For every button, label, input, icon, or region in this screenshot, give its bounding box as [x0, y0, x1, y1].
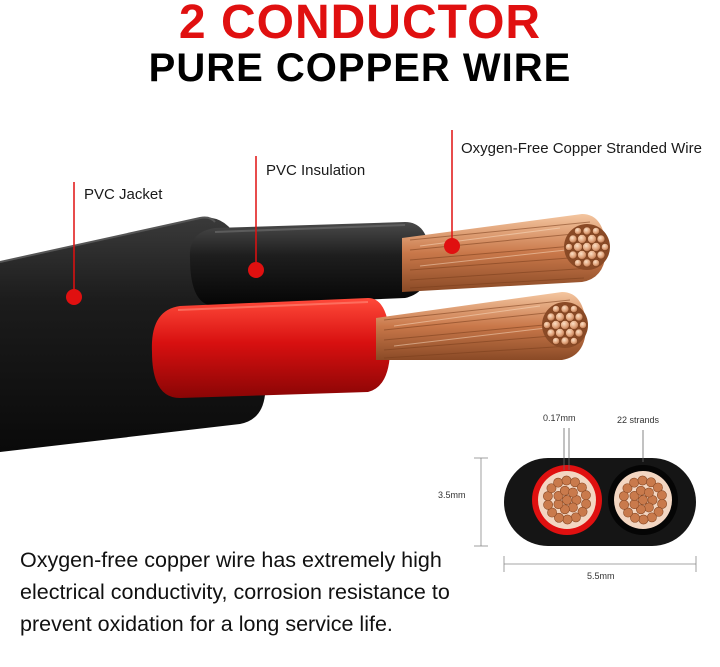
height-dimension-label: 3.5mm	[438, 490, 466, 500]
strand-circle	[635, 485, 646, 496]
strand-circle	[638, 514, 649, 525]
product-title: 2 CONDUCTOR	[178, 0, 542, 49]
strand-circle	[637, 475, 648, 486]
strand-circle	[629, 477, 640, 488]
strand-circle	[653, 482, 663, 493]
strand-circle	[629, 499, 640, 510]
strand-circle	[644, 502, 654, 513]
strand-circle	[656, 490, 667, 501]
strand-circle	[577, 482, 587, 493]
strand-circle	[570, 512, 581, 523]
strand-circle	[653, 506, 664, 517]
width-dimension-label: 5.5mm	[587, 571, 615, 581]
strand-circle	[561, 475, 572, 486]
strand-circle	[553, 477, 564, 488]
strand-circle	[543, 499, 554, 510]
red-insulation	[151, 298, 391, 398]
strand-circle	[630, 512, 640, 523]
strand-circle	[546, 483, 557, 494]
strand-circle	[568, 502, 578, 513]
strand-circle	[554, 512, 564, 523]
black-insulation	[189, 222, 431, 306]
strand-circle	[553, 490, 564, 501]
copper-strands-label: Oxygen-Free Copper Stranded Wire	[461, 140, 702, 157]
strand-circle	[646, 477, 656, 488]
pvc-jacket-label: PVC Jacket	[84, 186, 163, 203]
strand-circle	[562, 495, 572, 505]
strand-circle	[619, 499, 630, 510]
strand-circle	[570, 477, 580, 488]
strand-circle	[577, 506, 588, 517]
strand-circle	[559, 504, 570, 515]
strand-circle	[644, 487, 654, 498]
strand-circle	[580, 490, 591, 501]
lower-copper-strands	[376, 292, 588, 360]
callout-insulation-pointer	[248, 156, 264, 278]
cross-section-diagram	[474, 428, 697, 572]
product-description: Oxygen-free copper wire has extremely hi…	[20, 548, 450, 636]
product-subtitle: PURE COPPER WIRE	[148, 46, 572, 90]
strand-circle	[646, 512, 657, 523]
strand-diameter-label: 0.17mm	[543, 413, 576, 423]
strand-circle	[623, 507, 633, 518]
pvc-insulation-label: PVC Insulation	[266, 162, 366, 179]
strand-circle	[629, 490, 640, 501]
strand-count-label: 22 strands	[617, 415, 660, 425]
callout-jacket-pointer	[66, 182, 82, 305]
strand-circle	[568, 487, 578, 498]
strand-circle	[622, 483, 633, 494]
strand-circle	[553, 499, 564, 510]
strand-circle	[562, 514, 573, 525]
upper-copper-strands	[402, 214, 610, 292]
strand-circle	[635, 504, 646, 515]
strand-circle	[559, 485, 570, 496]
callout-strands-pointer	[444, 130, 460, 254]
strand-circle	[547, 507, 557, 518]
strand-circle	[638, 495, 648, 505]
